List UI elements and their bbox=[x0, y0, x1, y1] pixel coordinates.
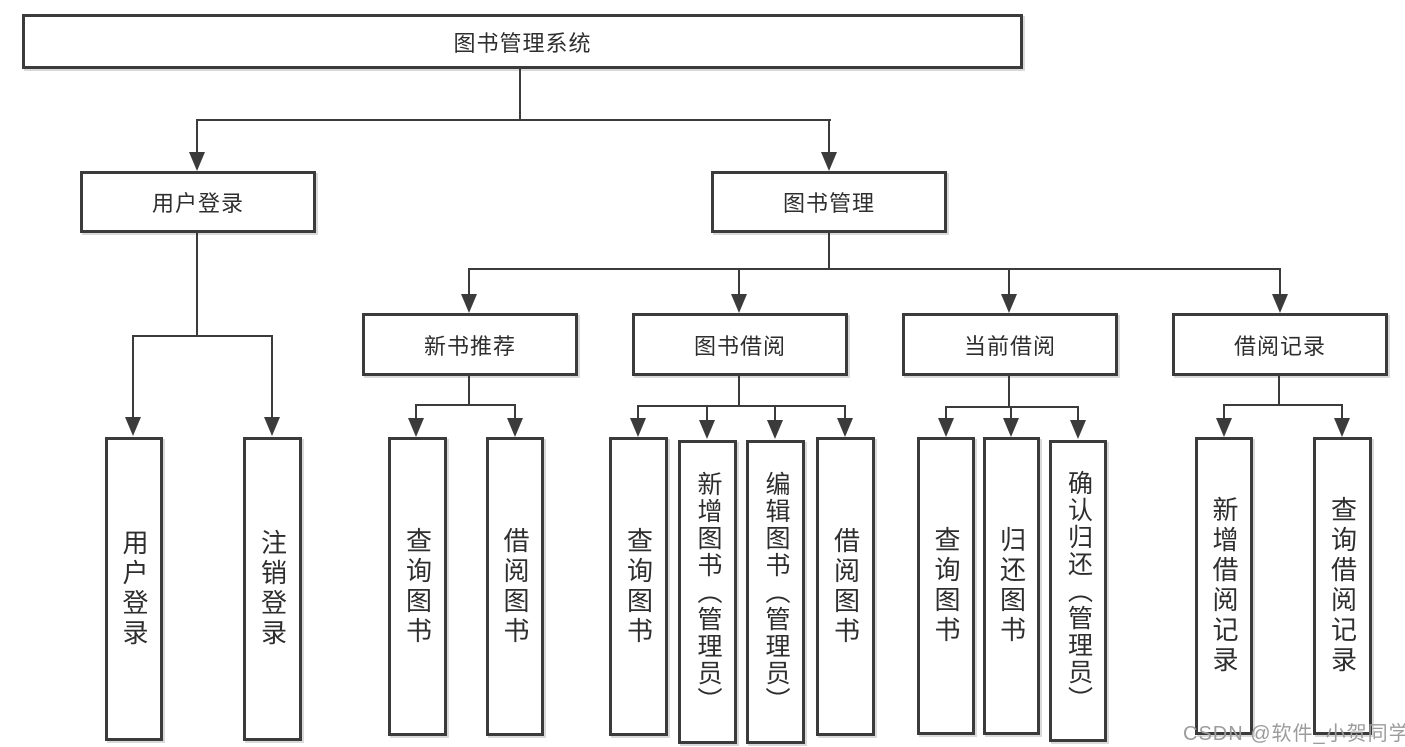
node-root: 图书管理系统 bbox=[22, 14, 1023, 69]
node-book-management-label: 图书管理 bbox=[782, 191, 875, 216]
connector-book-borrow-hline bbox=[637, 405, 846, 407]
arrowhead-borrow-record bbox=[1272, 294, 1288, 313]
leaf-nb-borrow-book-label: 借阅图书 bbox=[500, 526, 530, 647]
connector-stem-cb1 bbox=[945, 406, 947, 420]
arrowhead-book-borrow bbox=[731, 294, 747, 313]
connector-book-borrow-stub bbox=[738, 376, 740, 407]
arrowhead-nb1 bbox=[408, 418, 424, 437]
connector-stem-user-login bbox=[196, 119, 198, 155]
connector-stem-current-borrow bbox=[1008, 268, 1010, 296]
arrowhead-new-book bbox=[461, 294, 477, 313]
connector-borrow-record-hline bbox=[1223, 404, 1343, 406]
node-root-label: 图书管理系统 bbox=[453, 30, 592, 56]
arrowhead-logout bbox=[264, 417, 280, 436]
arrowhead-current-borrow bbox=[1001, 294, 1017, 313]
leaf-bb-borrow-book-label: 借阅图书 bbox=[830, 526, 861, 647]
node-book-borrow: 图书借阅 bbox=[632, 313, 848, 376]
leaf-cb-return-book-label: 归还图书 bbox=[996, 526, 1027, 646]
connector-stem-nb2 bbox=[514, 404, 516, 420]
leaf-cb-query-book-label: 查询图书 bbox=[931, 526, 961, 646]
connector-stem-login bbox=[132, 335, 134, 418]
leaf-br-add-record-label: 新增借阅记录 bbox=[1209, 496, 1239, 676]
arrowhead-nb2 bbox=[507, 418, 523, 437]
arrowhead-cb1 bbox=[938, 418, 954, 437]
leaf-bb-query-book: 查询图书 bbox=[609, 437, 668, 736]
connector-new-book-hline bbox=[415, 404, 516, 406]
arrowhead-bb4 bbox=[837, 418, 853, 437]
leaf-logout-label: 注销登录 bbox=[257, 529, 288, 649]
leaf-cb-confirm-return-admin: 确认归还（管理员） bbox=[1049, 440, 1107, 742]
leaf-nb-borrow-book: 借阅图书 bbox=[486, 437, 544, 736]
connector-current-borrow-stub bbox=[1008, 376, 1010, 407]
node-current-borrow-label: 当前借阅 bbox=[963, 333, 1056, 359]
connector-root-stub bbox=[519, 68, 521, 121]
arrowhead-book-management bbox=[821, 152, 837, 171]
node-new-book: 新书推荐 bbox=[362, 313, 578, 376]
node-borrow-record-label: 借阅记录 bbox=[1233, 333, 1326, 359]
connector-stem-bb4 bbox=[844, 405, 846, 420]
arrowhead-login bbox=[125, 417, 141, 436]
connector-stem-book-borrow bbox=[738, 268, 740, 296]
arrowhead-cb2 bbox=[1003, 418, 1019, 437]
leaf-nb-query-book: 查询图书 bbox=[388, 437, 447, 736]
arrowhead-br1 bbox=[1216, 418, 1232, 437]
leaf-bb-add-book-admin-label: 新增图书（管理员） bbox=[694, 470, 722, 714]
node-book-management: 图书管理 bbox=[711, 171, 947, 233]
connector-level3-hline bbox=[468, 268, 1281, 270]
connector-stem-logout bbox=[271, 335, 273, 418]
csdn-watermark: CSDN @软件_小贺同学 bbox=[1183, 723, 1405, 745]
leaf-cb-return-book: 归还图书 bbox=[983, 437, 1040, 735]
leaf-user-login-label: 用户登录 bbox=[119, 529, 149, 649]
connector-book-management-stub bbox=[828, 233, 830, 270]
arrowhead-user-login bbox=[189, 152, 205, 171]
arrowhead-br2 bbox=[1334, 418, 1350, 437]
leaf-br-query-record: 查询借阅记录 bbox=[1313, 437, 1372, 735]
connector-user-login-hline bbox=[132, 335, 273, 337]
connector-user-login-stub bbox=[196, 233, 198, 337]
connector-stem-book-management bbox=[828, 119, 830, 155]
connector-stem-bb1 bbox=[637, 405, 639, 420]
leaf-br-query-record-label: 查询借阅记录 bbox=[1327, 496, 1358, 676]
arrowhead-cb3 bbox=[1070, 420, 1086, 439]
connector-borrow-record-stub bbox=[1278, 376, 1280, 406]
arrowhead-bb3 bbox=[767, 420, 783, 439]
node-user-login-label: 用户登录 bbox=[151, 191, 244, 216]
leaf-logout: 注销登录 bbox=[243, 437, 302, 741]
connector-new-book-stub bbox=[468, 376, 470, 406]
leaf-bb-borrow-book: 借阅图书 bbox=[816, 437, 875, 736]
connector-stem-bb2 bbox=[706, 405, 708, 420]
connector-stem-cb2 bbox=[1010, 406, 1012, 420]
connector-stem-br1 bbox=[1223, 404, 1225, 420]
node-book-borrow-label: 图书借阅 bbox=[693, 333, 786, 359]
leaf-nb-query-book-label: 查询图书 bbox=[402, 526, 433, 647]
leaf-bb-add-book-admin: 新增图书（管理员） bbox=[678, 440, 737, 744]
connector-level2-hline bbox=[196, 119, 831, 121]
connector-current-borrow-hline bbox=[945, 406, 1079, 408]
connector-stem-cb3 bbox=[1077, 406, 1079, 420]
leaf-bb-edit-book-admin-label: 编辑图书（管理员） bbox=[762, 470, 790, 714]
leaf-bb-query-book-label: 查询图书 bbox=[623, 526, 654, 647]
node-borrow-record: 借阅记录 bbox=[1172, 313, 1388, 376]
node-current-borrow: 当前借阅 bbox=[902, 313, 1118, 376]
connector-stem-new-book bbox=[468, 268, 470, 296]
leaf-cb-query-book: 查询图书 bbox=[917, 437, 975, 735]
leaf-bb-edit-book-admin: 编辑图书（管理员） bbox=[746, 440, 805, 744]
leaf-user-login: 用户登录 bbox=[105, 437, 163, 741]
leaf-br-add-record: 新增借阅记录 bbox=[1195, 437, 1253, 735]
connector-stem-borrow-record bbox=[1279, 268, 1281, 296]
connector-stem-br2 bbox=[1341, 404, 1343, 420]
arrowhead-bb2 bbox=[699, 420, 715, 439]
connector-stem-bb3 bbox=[774, 405, 776, 420]
arrowhead-bb1 bbox=[630, 418, 646, 437]
connector-stem-nb1 bbox=[415, 404, 417, 420]
leaf-cb-confirm-return-admin-label: 确认归还（管理员） bbox=[1064, 469, 1093, 713]
node-new-book-label: 新书推荐 bbox=[423, 333, 516, 359]
node-user-login: 用户登录 bbox=[80, 171, 316, 233]
